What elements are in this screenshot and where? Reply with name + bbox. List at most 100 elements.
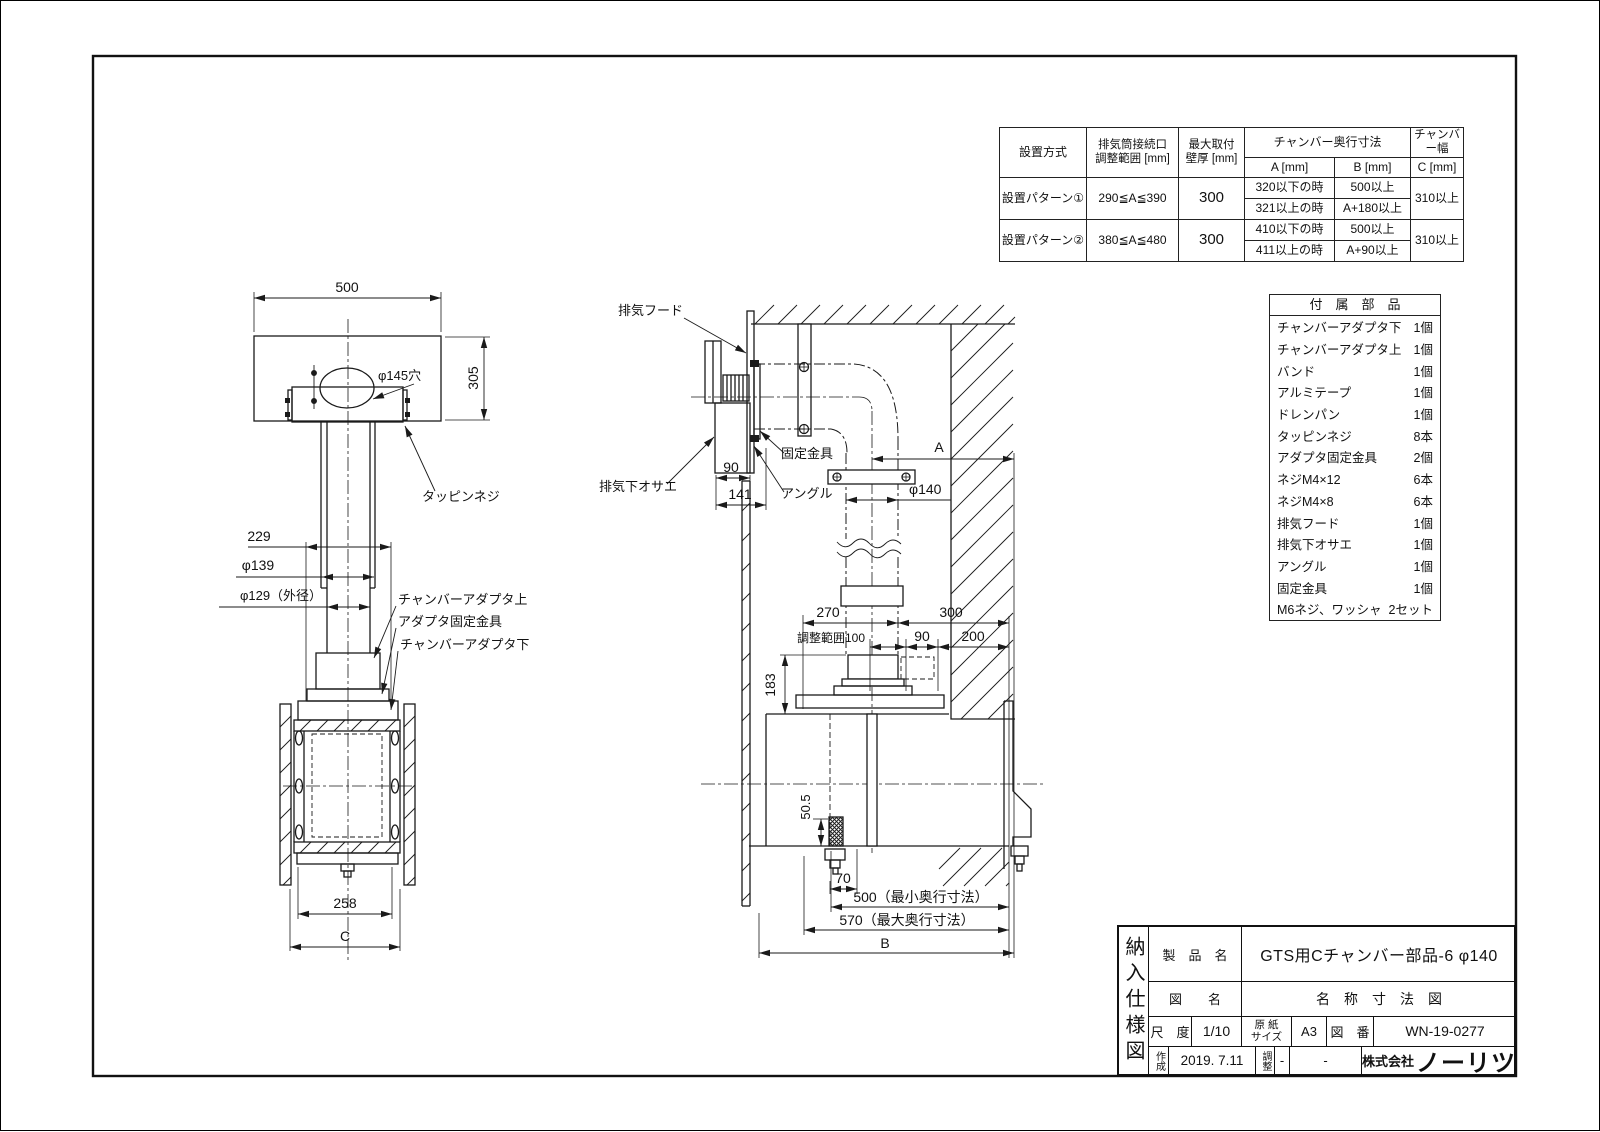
spec-header-method: 設置方式 [999,127,1087,178]
part-name: アダプタ固定金具 [1277,451,1378,466]
spec-wall-2: 300 [1178,218,1245,262]
dim-500-label: 500 [335,279,359,295]
part-qty: 1個 [1413,364,1433,379]
part-name: ネジM4×12 [1277,473,1341,488]
part-qty: 6本 [1413,494,1433,509]
drawing-number: WN-19-0277 [1405,1023,1485,1040]
parts-row: タッピンネジ 8本 [1270,424,1440,446]
dim-200-label: 200 [961,628,985,644]
tapping-screw-label: タッピンネジ [422,489,500,504]
spec-header-depth: チャンバー奥行寸法 [1243,127,1412,158]
front-view [253,319,442,963]
dim-b-label: B [880,935,889,951]
parts-table-title: 付 属 部 品 [1270,295,1440,316]
spec-b1-1: 500以上 [1333,176,1412,199]
company-name: ノーリツ [1416,1050,1517,1077]
part-name: タッピンネジ [1277,429,1352,444]
part-name: M6ネジ、ワッシャ [1277,603,1382,618]
parts-row: アルミテープ 1個 [1270,381,1440,403]
part-qty: 1個 [1413,538,1433,553]
part-name: ネジM4×8 [1277,494,1334,509]
adjusted-value: - [1275,1047,1290,1074]
company-logo: 株式会社 ノーリツ [1362,1047,1516,1077]
hood-side [704,310,761,474]
dim-270-label: 270 [816,604,840,620]
chamber-side [749,713,1009,875]
dim-c-label: C [340,928,350,944]
doc-type-column: 納入仕様図 [1119,927,1149,1074]
spec-c-2: 310以上 [1410,218,1465,262]
spec-a2-1: 321以上の時 [1244,197,1335,220]
sheet-frame [91,54,1518,1078]
drawing-number-label: 図 番 [1327,1016,1374,1046]
spec-header-width: チャンバー幅 [1410,127,1465,158]
spec-wall-1: 300 [1178,176,1245,220]
part-qty: 1個 [1413,408,1433,423]
front-center-lines [283,319,413,963]
spec-b2-2: A+90以上 [1333,239,1412,262]
part-name: アルミテープ [1277,386,1352,401]
pipe-bands [827,469,916,607]
created-label: 作成 [1149,1047,1169,1074]
paper-size-value: A3 [1292,1016,1327,1046]
company-prefix: 株式会社 [1362,1054,1415,1069]
side-view [691,310,1046,907]
scale-value: 1/10 [1192,1016,1242,1046]
spec-c-1: 310以上 [1410,176,1465,220]
duct-pipe [320,422,376,653]
part-name: チャンバーアダプタ上 [1277,343,1402,358]
part-qty: 1個 [1413,343,1433,358]
part-qty: 1個 [1413,516,1433,531]
ceiling-strap [797,323,812,437]
spec-header-wall: 最大取付 壁厚 [mm] [1178,127,1245,178]
note-value: - [1290,1047,1362,1074]
dim-183-label: 183 [762,673,778,697]
spec-header-duct: 排気筒接続口 調整範囲 [mm] [1086,127,1179,178]
spec-header-c: C [mm] [1410,156,1465,178]
dim-258-label: 258 [333,895,357,911]
part-qty: 1個 [1413,386,1433,401]
dim-505-label: 50.5 [798,794,813,819]
screw-position-marker [311,365,317,409]
mounting-plate [253,335,442,422]
hood-front [285,386,410,423]
dim-phi140-label: φ140 [909,481,942,497]
hood-label: 排気フード [618,303,683,318]
created-date: 2019. 7.11 [1169,1047,1256,1074]
part-qty: 8本 [1413,429,1433,444]
part-qty: 2個 [1413,451,1433,466]
part-qty: 1個 [1413,581,1433,596]
spec-header-b: B [mm] [1333,156,1412,178]
paper-size-label: 原 紙 サイズ [1242,1016,1292,1046]
bracket-label: 固定金具 [781,446,833,461]
part-qty: 6本 [1413,473,1433,488]
generated-linework [219,292,1016,958]
spec-b2-1: A+180以上 [1333,197,1412,220]
dim-305-label: 305 [465,366,481,390]
dim-570max-label: 570（最大奥行寸法） [839,912,974,928]
adapter-bracket-label: アダプタ固定金具 [398,614,502,629]
dim-500min-label: 500（最小奥行寸法） [853,889,988,905]
angle-label: アングル [781,486,832,501]
product-name-label: 製 品 名 [1149,927,1242,982]
title-block: 納入仕様図 製 品 名 GTS用Cチャンバー部品-6 φ140 図 名 名 称 … [1117,925,1517,1077]
unit-bracket [1003,700,1032,872]
dim-141-label: 141 [728,486,752,502]
dim-229-label: 229 [247,528,271,544]
scale-label: 尺 度 [1149,1016,1192,1046]
installation-spec-table: 設置方式 排気筒接続口 調整範囲 [mm] 最大取付 壁厚 [mm] チャンバー… [999,127,1465,262]
chamber-adapter-side [795,654,945,709]
parts-row: ネジM4×12 6本 [1270,468,1440,490]
spec-a1-1: 320以下の時 [1244,176,1335,199]
chamber-front [279,703,416,886]
drawing-name: 名 称 寸 法 図 [1316,990,1442,1007]
